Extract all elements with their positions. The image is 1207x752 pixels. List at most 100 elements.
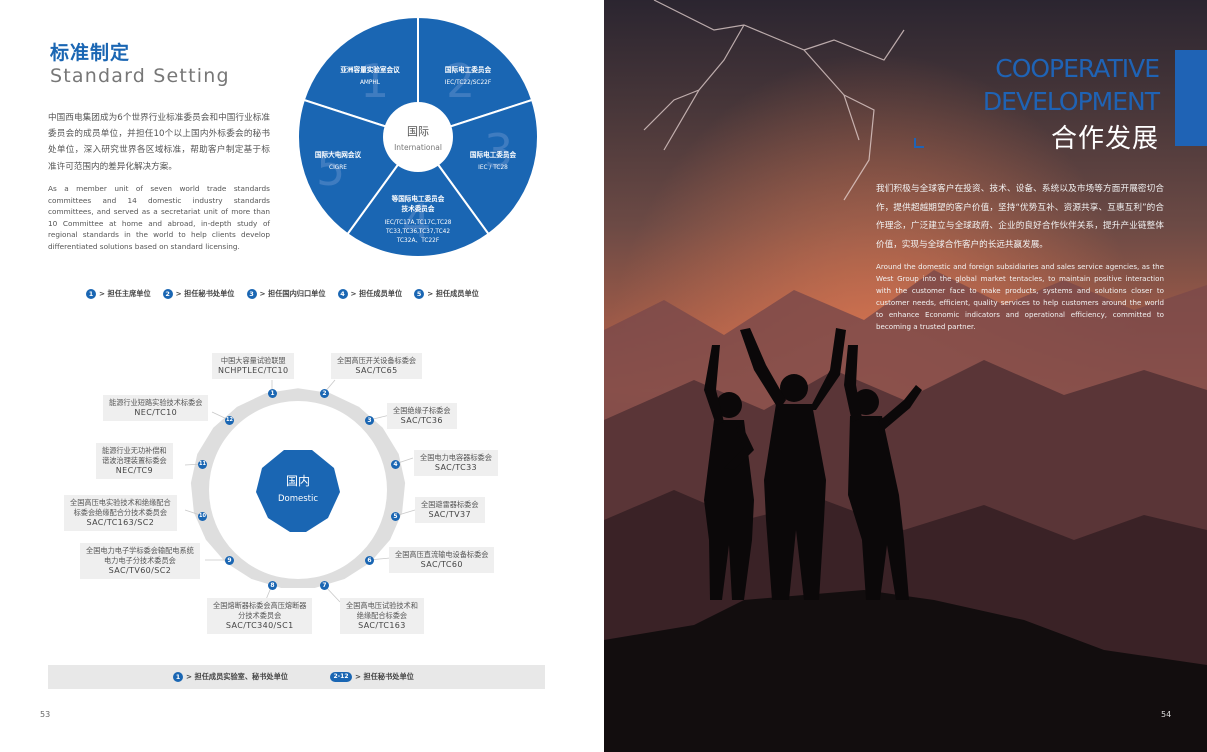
item-code: SAC/TC36	[400, 416, 443, 425]
item-code: NCHPTLEC/TC10	[218, 366, 289, 375]
intro-paragraph-en: As a member unit of seven world trade st…	[48, 184, 270, 251]
item-number-badge: 7	[320, 581, 329, 590]
item-name-line1: 全国电力电子学标委会输配电系统	[86, 546, 194, 555]
left-page: 标准制定 Standard Setting 中国西电集团成为6个世界行业标准委员…	[0, 17, 604, 719]
legend-item: 1 > 担任主席单位	[86, 289, 151, 299]
lightning-bolt	[843, 94, 875, 201]
page-number-right: 54	[1161, 710, 1172, 719]
legend-text: > 担任成员实验室、秘书处单位	[186, 672, 288, 681]
legend-number-badge: 4	[337, 289, 348, 299]
domestic-item-5: 全国避雷器标委会 SAC/TV37	[415, 497, 485, 523]
item-name-line2: 绝缘配合标委会	[356, 611, 408, 620]
segment-label-3: 国际电工委员会	[470, 150, 517, 159]
segment-label-4-line2: 技术委员会	[402, 204, 435, 213]
item-number-badge: 5	[391, 512, 400, 521]
legend-item: 4 > 担任成员单位	[337, 289, 402, 299]
item-name: 能源行业短路实验技术标委会	[109, 398, 203, 407]
segment-label-5: 国际大电网会议	[315, 150, 362, 159]
wheel-center-label-en: International	[394, 143, 442, 152]
celebrating-people-silhouettes	[704, 328, 922, 600]
lightning-bolt	[653, 0, 860, 141]
item-name-line2: 标委会绝缘配合分技术委员会	[73, 508, 168, 517]
legend-number-badge: 2	[162, 289, 173, 299]
role-legend: 1 > 担任主席单位 2 > 担任秘书处单位 3 > 担任国内归口单位 4 > …	[86, 289, 479, 299]
domestic-item-11: 能源行业无功补偿和 谐波治理装置标委会 NEC/TC9	[96, 443, 173, 479]
lightning-bolt	[643, 89, 700, 131]
item-code: SAC/TC163	[358, 621, 406, 630]
summit-rock	[604, 590, 1207, 752]
body-paragraph-en: Around the domestic and foreign subsidia…	[876, 262, 1164, 331]
segment-code-4-line1: IEC/TC17A,TC17C,TC28	[385, 220, 452, 226]
legend-text: > 担任成员单位	[427, 289, 479, 298]
domestic-item-10: 全国高压电实验技术和绝缘配合 标委会绝缘配合分技术委员会 SAC/TC163/S…	[64, 495, 177, 531]
item-code: SAC/TV60/SC2	[108, 566, 172, 575]
legend-number-badge: 1	[86, 289, 96, 299]
segment-code-1: AMPHL	[360, 80, 381, 86]
domestic-item-12: 能源行业短路实验技术标委会 NEC/TC10	[103, 395, 209, 421]
segment-code-4-line2: TC33,TC36,TC37,TC42	[385, 229, 450, 235]
item-code: SAC/TV37	[428, 510, 472, 519]
segment-code-2: IEC/TC22/SC22F	[445, 80, 491, 86]
item-code: SAC/TC60	[420, 560, 463, 569]
item-code: NEC/TC9	[115, 466, 153, 475]
item-name: 全国绝缘子标委会	[393, 406, 451, 415]
item-name-line1: 全国高电压试验技术和	[346, 601, 418, 610]
wheel-center-label-cn: 国际	[407, 125, 429, 138]
segment-code-4-line3: TC32A、TC22F	[396, 238, 439, 244]
item-code: NEC/TC10	[134, 408, 178, 417]
lightning-bolts	[643, 0, 905, 201]
domestic-item-8: 全国熔断器标委会高压熔断器 分技术委员会 SAC/TC340/SC1	[207, 598, 313, 634]
item-name-line2: 分技术委员会	[238, 611, 282, 620]
segment-number-1: 1	[360, 54, 389, 108]
lightning-bolt	[663, 24, 745, 151]
item-name-line2: 谐波治理装置标委会	[102, 456, 167, 465]
domestic-diagram: 国内 Domestic 1 2 3 4 5 6 7	[0, 340, 604, 650]
item-number-badge: 12	[225, 416, 234, 425]
legend-text: > 担任主席单位	[99, 289, 151, 298]
item-name: 全国高压直流输电设备标委会	[395, 550, 489, 559]
item-name-line1: 能源行业无功补偿和	[102, 446, 167, 455]
item-code: SAC/TC65	[355, 366, 398, 375]
domestic-item-3: 全国绝缘子标委会 SAC/TC36	[387, 403, 457, 429]
segment-code-5: CIGRE	[329, 165, 347, 171]
item-name-line1: 全国熔断器标委会高压熔断器	[213, 601, 307, 610]
segment-label-2: 国际电工委员会	[445, 65, 492, 74]
legend-number-badge: 5	[414, 289, 425, 299]
wheel-segment-2	[417, 17, 534, 139]
bottom-legend-item: 1 > 担任成员实验室、秘书处单位	[173, 672, 288, 682]
legend-text: > 担任国内归口单位	[259, 289, 326, 298]
blue-accent-tab	[1175, 50, 1207, 146]
segment-label-4-line1: 等国际电工委员会	[391, 194, 445, 203]
domestic-center-label-cn: 国内	[286, 474, 310, 488]
lightning-bolt	[803, 29, 905, 61]
item-code: SAC/TC163/SC2	[86, 518, 155, 527]
domestic-item-4: 全国电力电容器标委会 SAC/TC33	[414, 450, 498, 476]
section-title-en: Standard Setting	[50, 65, 230, 87]
title-line-1: COOPERATIVE	[995, 54, 1160, 83]
item-name: 全国电力电容器标委会	[420, 453, 492, 462]
title-line-2: DEVELOPMENT	[982, 87, 1160, 116]
legend-number-badge: 1	[173, 672, 183, 682]
section-title-cn: 标准制定	[50, 42, 131, 64]
domestic-item-2: 全国高压开关设备标委会 SAC/TC65	[331, 353, 423, 379]
item-number-badge: 11	[198, 460, 207, 469]
segment-number-4: 4	[402, 194, 431, 248]
body-paragraph-cn: 我们积极与全球客户在投资、技术、设备、系统以及市场等方面开展密切合作，提供超越期…	[876, 184, 1164, 250]
segment-number-3: 3	[484, 124, 513, 178]
legend-text: > 担任秘书处单位	[355, 672, 414, 681]
legend-number-badge: 3	[246, 289, 257, 299]
domestic-diagram-graphic: 国内 Domestic	[184, 379, 416, 603]
item-code: SAC/TC33	[434, 463, 478, 472]
corner-bracket-mark	[914, 138, 924, 148]
item-number-badge: 4	[391, 460, 400, 469]
legend-item: 5 > 担任成员单位	[414, 289, 479, 299]
legend-item: 2 > 担任秘书处单位	[162, 289, 235, 299]
domestic-item-6: 全国高压直流输电设备标委会 SAC/TC60	[389, 547, 495, 573]
legend-text: > 担任秘书处单位	[175, 289, 235, 298]
domestic-center-label-en: Domestic	[278, 494, 318, 504]
wheel-center-circle	[383, 102, 453, 172]
domestic-center-octagon	[256, 450, 340, 532]
mountain-sunset-photo	[604, 0, 1207, 752]
intro-paragraph-cn: 中国西电集团成为6个世界行业标准委员会和中国行业标准委员会的成员单位，并担任10…	[48, 113, 270, 172]
section-title-cn: 合作发展	[1050, 124, 1159, 154]
